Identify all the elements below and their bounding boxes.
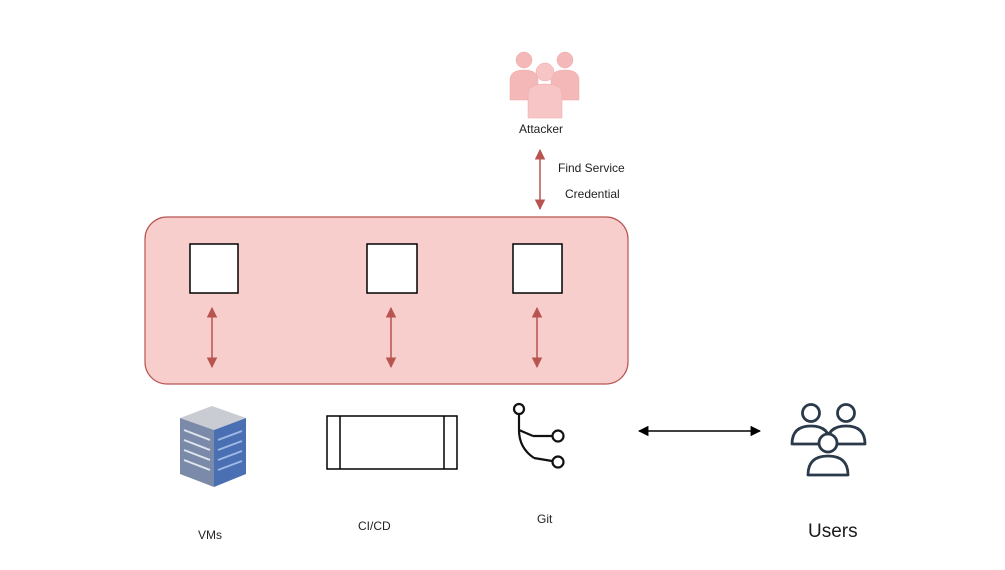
credential-box-cicd — [366, 243, 418, 294]
vms-label: VMs — [198, 528, 222, 542]
server-rack-icon — [180, 406, 246, 487]
git-label: Git — [537, 512, 553, 526]
credential-box-git — [512, 243, 563, 294]
attacker-label: Attacker — [519, 122, 564, 136]
git-branch-icon — [512, 402, 565, 469]
edge-label-find-service: Find Service — [558, 161, 625, 175]
users-group-icon — [790, 403, 867, 477]
credential-box-vms — [189, 243, 239, 294]
cicd-label: CI/CD — [358, 519, 391, 533]
edge-label-credential: Credential — [565, 187, 620, 201]
users-label: Users — [808, 521, 858, 542]
attacker-group-icon — [509, 51, 580, 119]
process-box-icon — [326, 415, 458, 470]
compromised-zone — [144, 216, 629, 385]
